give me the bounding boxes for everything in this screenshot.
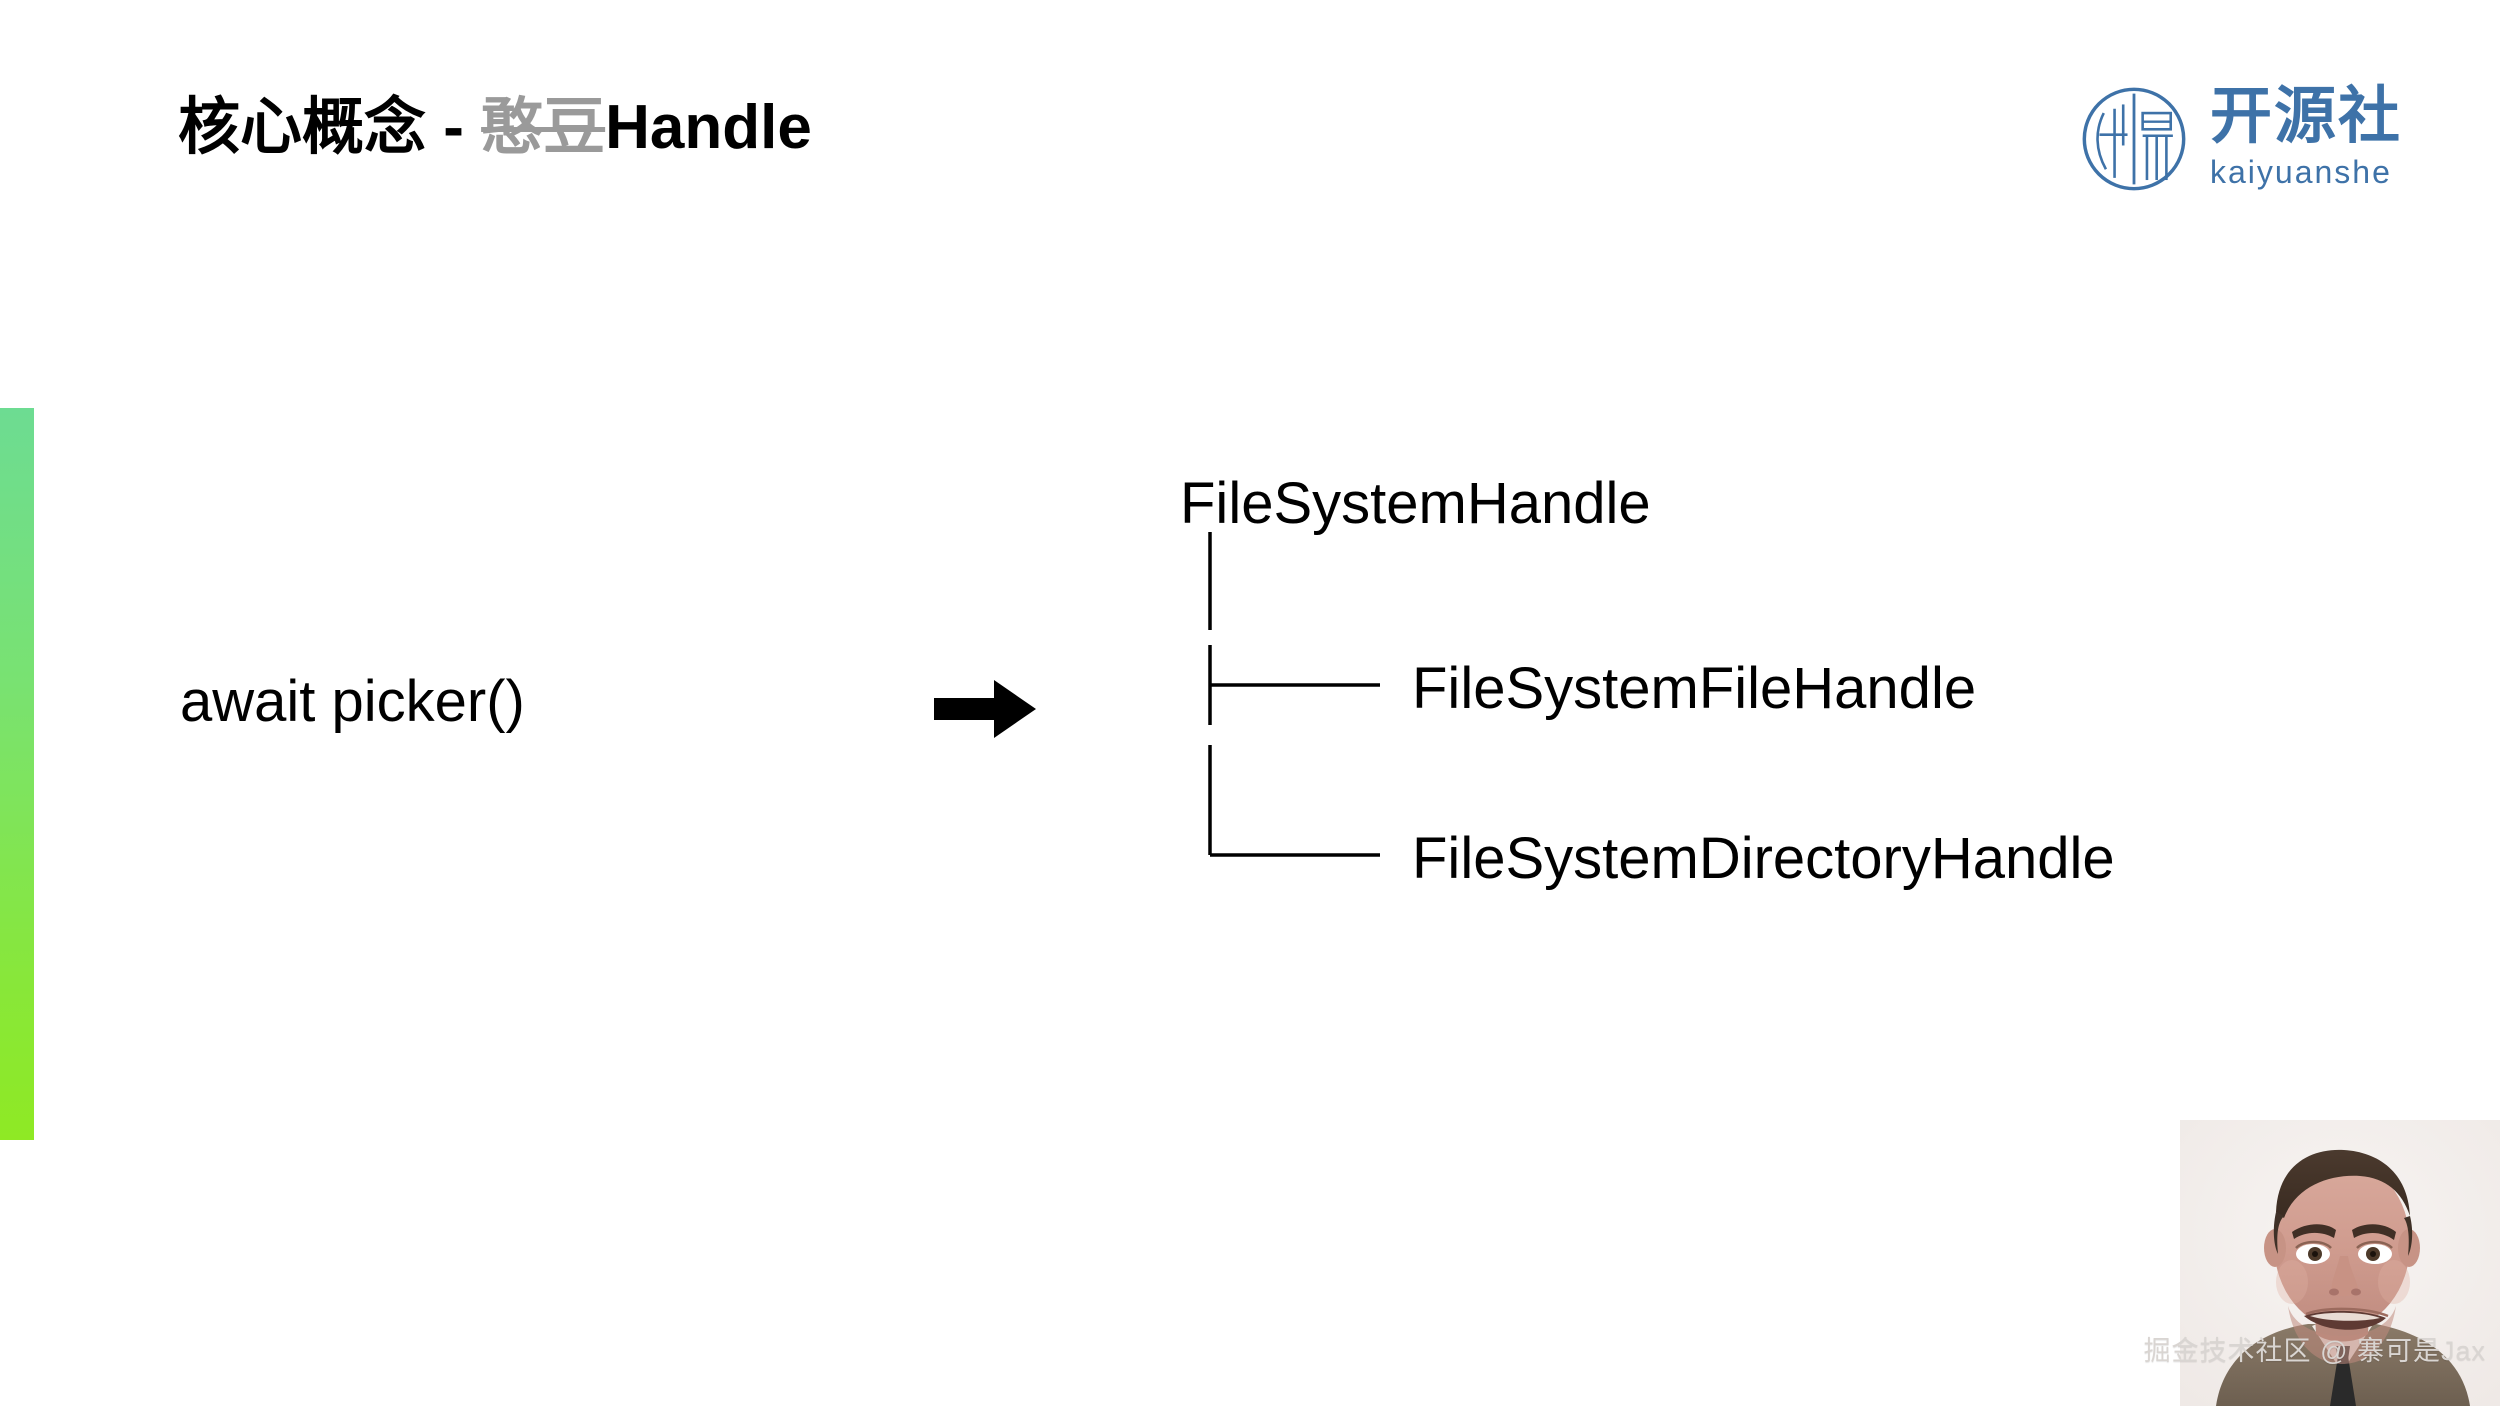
brand-logo: 开源社 kaiyuanshe <box>2080 85 2402 193</box>
tree-node-directory-handle: FileSystemDirectoryHandle <box>1412 826 2115 891</box>
tree-node-root: FileSystemHandle <box>1180 471 1651 536</box>
page-title-suffix: Handle <box>605 93 812 162</box>
mr-bean-portrait <box>2180 1120 2500 1406</box>
tree-connector-lines <box>1208 532 1380 857</box>
page-title-struck-text: 憨豆 <box>481 93 606 162</box>
accent-bar <box>0 408 34 1140</box>
tree-node-file-handle: FileSystemFileHandle <box>1412 656 1977 721</box>
page-title-prefix: 核心概念 - <box>178 93 482 162</box>
page-title: 核心概念 - 憨豆Handle <box>178 92 812 163</box>
brand-wordmark: 开源社 kaiyuanshe <box>2210 86 2402 192</box>
brand-name-cn: 开源社 <box>2209 82 2402 151</box>
picker-expression: await picker() <box>180 669 525 734</box>
handle-type-tree: FileSystemHandle FileSystemFileHandle Fi… <box>1180 470 2440 920</box>
kaiyuanshe-circular-emblem-icon <box>2080 85 2188 193</box>
right-arrow-icon <box>930 672 1040 746</box>
brand-name-en: kaiyuanshe <box>2209 154 2392 190</box>
